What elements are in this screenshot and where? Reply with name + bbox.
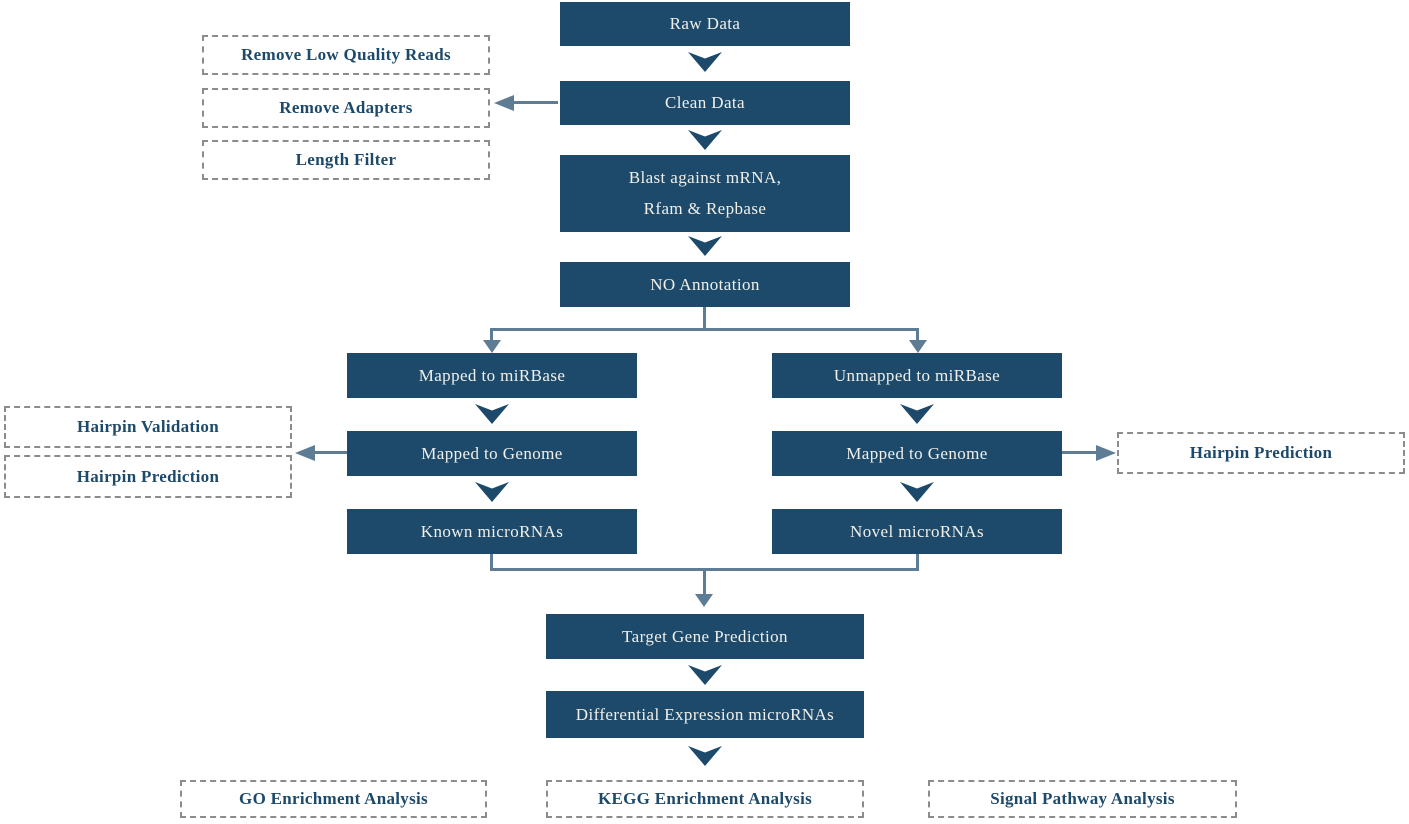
panel-remove-low-quality-reads: Remove Low Quality Reads <box>202 35 490 75</box>
genome-left-side-line <box>313 451 347 454</box>
node-mapped-to-genome-left: Mapped to Genome <box>347 431 637 476</box>
panel-hairpin-validation: Hairpin Validation <box>4 406 292 448</box>
panel-hairpin-prediction-left: Hairpin Prediction <box>4 455 292 498</box>
node-clean-data: Clean Data <box>560 81 850 125</box>
panel-kegg-enrichment-analysis-label: KEGG Enrichment Analysis <box>597 789 813 808</box>
node-clean-data-label: Clean Data <box>665 93 745 112</box>
arrow-right-icon <box>1096 445 1116 461</box>
split-vertical-line <box>703 307 706 331</box>
arrow-down-icon <box>909 340 927 353</box>
panel-hairpin-prediction-right: Hairpin Prediction <box>1117 432 1405 474</box>
node-differential-expression: Differential Expression microRNAs <box>546 691 864 738</box>
panel-signal-pathway-analysis: Signal Pathway Analysis <box>928 780 1237 818</box>
panel-go-enrichment-analysis: GO Enrichment Analysis <box>180 780 487 818</box>
chevron-down-icon <box>688 236 722 256</box>
panel-hairpin-prediction-left-label: Hairpin Prediction <box>76 466 220 486</box>
arrow-down-icon <box>695 594 713 607</box>
chevron-down-icon <box>900 482 934 502</box>
panel-length-filter-label: Length Filter <box>295 150 397 169</box>
node-known-micrornas-label: Known microRNAs <box>420 521 564 541</box>
split-left-stub <box>490 331 493 343</box>
node-target-gene-prediction: Target Gene Prediction <box>546 614 864 659</box>
chevron-down-icon <box>688 665 722 685</box>
node-mapped-to-mirbase-label: Mapped to miRBase <box>418 365 566 385</box>
merge-left-stub <box>490 554 493 570</box>
chevron-down-icon <box>475 404 509 424</box>
node-mapped-to-mirbase: Mapped to miRBase <box>347 353 637 398</box>
panel-kegg-enrichment-analysis: KEGG Enrichment Analysis <box>546 780 864 818</box>
panel-length-filter: Length Filter <box>202 140 490 180</box>
node-target-gene-prediction-label: Target Gene Prediction <box>622 626 788 646</box>
merge-vertical-line <box>703 568 706 595</box>
node-blast-against: Blast against mRNA, Rfam & Repbase <box>560 155 850 232</box>
panel-remove-low-quality-reads-label: Remove Low Quality Reads <box>241 45 451 64</box>
chevron-down-icon <box>475 482 509 502</box>
genome-right-side-line <box>1062 451 1096 454</box>
node-blast-line1: Blast against mRNA, <box>628 168 782 187</box>
split-right-stub <box>916 331 919 343</box>
split-horizontal-line <box>490 328 919 331</box>
node-blast-line2: Rfam & Repbase <box>643 199 767 218</box>
node-novel-micrornas-label: Novel microRNAs <box>850 521 984 541</box>
node-differential-expression-label: Differential Expression microRNAs <box>575 704 835 724</box>
chevron-down-icon <box>900 404 934 424</box>
arrow-left-icon <box>295 445 315 461</box>
merge-right-stub <box>916 554 919 570</box>
chevron-down-icon <box>688 746 722 766</box>
arrow-left-icon <box>494 95 514 111</box>
panel-hairpin-validation-label: Hairpin Validation <box>77 417 219 436</box>
arrow-down-icon <box>483 340 501 353</box>
panel-remove-adapters-label: Remove Adapters <box>279 98 413 117</box>
panel-hairpin-prediction-right-label: Hairpin Prediction <box>1189 443 1333 462</box>
node-unmapped-to-mirbase-label: Unmapped to miRBase <box>833 365 1001 385</box>
node-unmapped-to-mirbase: Unmapped to miRBase <box>772 353 1062 398</box>
node-mapped-to-genome-right-label: Mapped to Genome <box>846 443 988 463</box>
node-no-annotation-label: NO Annotation <box>650 274 760 294</box>
panel-go-enrichment-analysis-label: GO Enrichment Analysis <box>239 789 428 808</box>
node-known-micrornas: Known microRNAs <box>347 509 637 554</box>
node-novel-micrornas: Novel microRNAs <box>772 509 1062 554</box>
node-raw-data-label: Raw Data <box>669 14 741 33</box>
node-no-annotation: NO Annotation <box>560 262 850 307</box>
node-raw-data: Raw Data <box>560 2 850 46</box>
chevron-down-icon <box>688 52 722 72</box>
node-mapped-to-genome-left-label: Mapped to Genome <box>421 443 563 463</box>
clean-data-side-line <box>512 101 558 104</box>
panel-signal-pathway-analysis-label: Signal Pathway Analysis <box>990 789 1175 808</box>
panel-remove-adapters: Remove Adapters <box>202 88 490 128</box>
chevron-down-icon <box>688 130 722 150</box>
node-mapped-to-genome-right: Mapped to Genome <box>772 431 1062 476</box>
